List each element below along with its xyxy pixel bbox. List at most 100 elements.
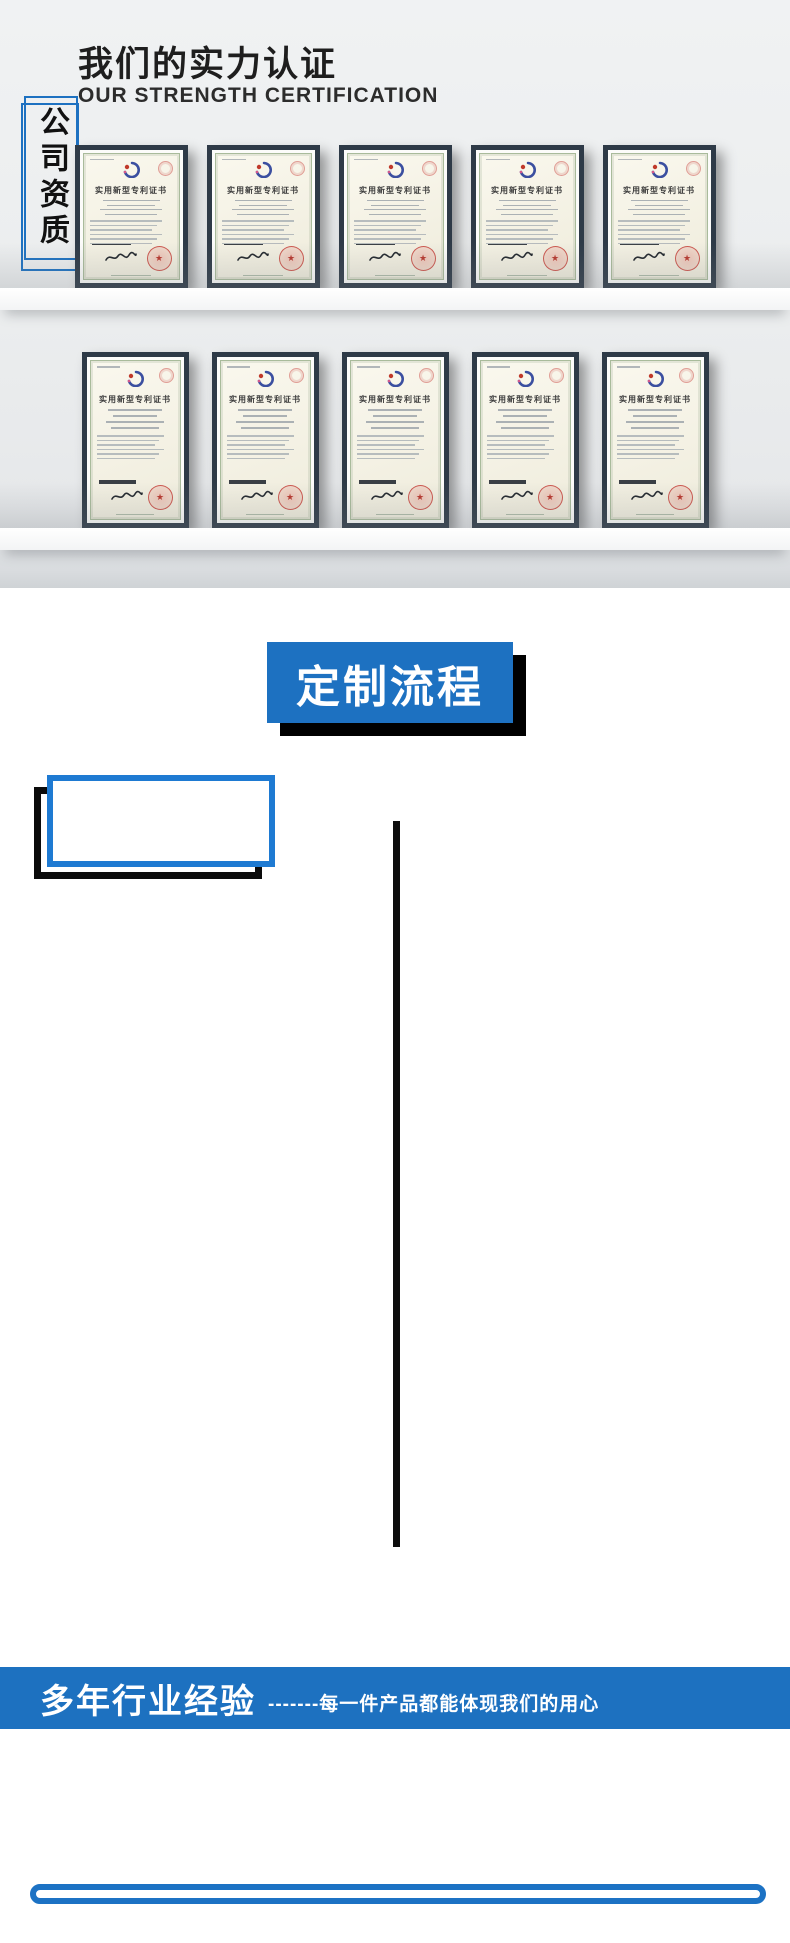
signature-mark <box>368 251 402 269</box>
certificate-paragraph <box>226 435 304 459</box>
certificate-paragraph <box>616 435 694 459</box>
red-seal-icon: ★ <box>278 245 304 271</box>
certificate-title: 实用新型专利证书 <box>95 186 167 196</box>
certificate-barcode <box>358 480 396 484</box>
certificate-shelf-row-1: 实用新型专利证书★实用新型专利证书★实用新型专利证书★实用新型专利证书★实用新型… <box>0 145 790 288</box>
red-seal-icon: ★ <box>667 484 693 510</box>
certificate-barcode <box>355 244 396 245</box>
certificate-title: 实用新型专利证书 <box>491 186 563 196</box>
certificate-paragraph <box>90 220 172 245</box>
certificate-mat: 实用新型专利证书★ <box>343 150 447 283</box>
certificate-mat: 实用新型专利证书★ <box>607 150 711 283</box>
certificate-text-line <box>238 409 292 411</box>
certificate-title: 实用新型专利证书 <box>99 395 171 404</box>
patent-logo-holder <box>645 370 665 392</box>
certificate-paragraph <box>486 435 564 459</box>
certificate-bottom: ★ <box>351 484 440 512</box>
patent-logo-holder <box>253 161 273 183</box>
certificate-bottom: ★ <box>216 245 311 273</box>
certificate-mat: 实用新型专利证书 ★ <box>216 357 314 523</box>
certificate-frame: 实用新型专利证书 ★ <box>341 352 449 528</box>
signature-mark <box>236 251 270 269</box>
shelf-ledge-1 <box>0 242 790 310</box>
certificate-number-line <box>226 366 250 368</box>
experience-subtitle: -------每一件产品都能体现我们的用心 <box>268 1693 600 1715</box>
patent-logo-icon <box>647 370 664 388</box>
certificate-frame: 实用新型专利证书★ <box>338 145 452 288</box>
certificate-title: 实用新型专利证书 <box>227 186 299 196</box>
certificate-title: 实用新型专利证书 <box>359 186 431 196</box>
flow-spine-line <box>393 821 400 1547</box>
certificate-mat: 实用新型专利证书 ★ <box>211 150 315 283</box>
certificate-paper: 实用新型专利证书 ★ <box>219 360 311 520</box>
signature-icon <box>633 251 666 261</box>
red-seal-icon: ★ <box>147 484 173 510</box>
certificate-text-line <box>498 409 552 411</box>
certificate-title: 实用新型专利证书 <box>359 395 431 404</box>
certificate-text-line <box>112 415 158 417</box>
certificate-frame: 实用新型专利证书 ★ <box>206 145 320 288</box>
signature-mark <box>630 490 664 508</box>
signature-icon <box>501 251 534 261</box>
red-seal-icon: ★ <box>146 245 172 271</box>
step-callout <box>47 775 275 867</box>
certificate-text-line <box>242 415 288 417</box>
signature-mark <box>104 251 138 269</box>
certificate-frame: 实用新型专利证书 ★ <box>81 352 189 528</box>
certificate-title: 实用新型专利证书 <box>619 395 691 404</box>
patent-logo-icon <box>387 370 404 388</box>
certificate-paragraph <box>486 220 568 245</box>
certificate-paper: 实用新型专利证书 ★ <box>82 153 180 280</box>
red-stamp-icon <box>685 161 701 176</box>
patent-logo-icon <box>127 370 144 388</box>
red-stamp-icon <box>678 368 694 383</box>
red-seal-icon: ★ <box>407 484 433 510</box>
certificate-bottom: ★ <box>611 484 700 512</box>
certificate-barcode <box>223 244 264 245</box>
certificate-paper: 实用新型专利证书★ <box>610 153 708 280</box>
signature-mark <box>500 490 534 508</box>
patent-logo-holder <box>649 161 669 183</box>
certificate-footer-line <box>506 513 544 515</box>
certificate-text-line <box>370 427 420 429</box>
certificate-number-line <box>96 366 120 368</box>
certificate-footer-line <box>376 513 414 515</box>
timeline-track <box>30 1884 766 1904</box>
certificate-bottom: ★ <box>221 484 310 512</box>
certificate-barcode <box>619 244 660 245</box>
certificate-mat: 实用新型专利证书 ★ <box>475 150 579 283</box>
certificate-paragraph <box>222 220 304 245</box>
flow-header: 定制流程 <box>267 642 513 723</box>
shelf-ledge-2 <box>0 482 790 550</box>
certificate-footer-line <box>116 513 154 515</box>
certificate-text-line <box>110 427 160 429</box>
certificate-title: 实用新型专利证书 <box>229 395 301 404</box>
red-stamp-icon <box>157 161 173 176</box>
certificate-mat: 实用新型专利证书 ★ <box>606 357 704 523</box>
red-stamp-icon <box>548 368 564 383</box>
certificate-frame: 实用新型专利证书 ★ <box>601 352 709 528</box>
certificate-mat: 实用新型专利证书 ★ <box>79 150 183 283</box>
certificate-paper: 实用新型专利证书 ★ <box>478 153 576 280</box>
certificate-paper: 实用新型专利证书 ★ <box>609 360 701 520</box>
red-seal-icon: ★ <box>542 245 568 271</box>
certificate-paper: 实用新型专利证书★ <box>479 360 571 520</box>
certificate-frame: 实用新型专利证书 ★ <box>470 145 584 288</box>
certificate-mat: 实用新型专利证书 ★ <box>346 357 444 523</box>
certificate-frame: 实用新型专利证书★ <box>602 145 716 288</box>
red-seal-icon: ★ <box>537 484 563 510</box>
certificate-text-line <box>500 427 550 429</box>
signature-icon <box>105 251 138 261</box>
patent-logo-holder <box>121 161 141 183</box>
certificate-barcode <box>91 244 132 245</box>
flow-header-text: 定制流程 <box>296 662 484 712</box>
certificate-text-line <box>365 421 425 423</box>
patent-logo-icon <box>651 162 668 179</box>
certificate-text-line <box>495 421 555 423</box>
patent-logo-holder <box>385 161 405 183</box>
signature-icon <box>241 490 273 500</box>
certificate-paper: 实用新型专利证书 ★ <box>89 360 181 520</box>
signature-icon <box>501 490 533 500</box>
certificate-text-line <box>105 421 165 423</box>
